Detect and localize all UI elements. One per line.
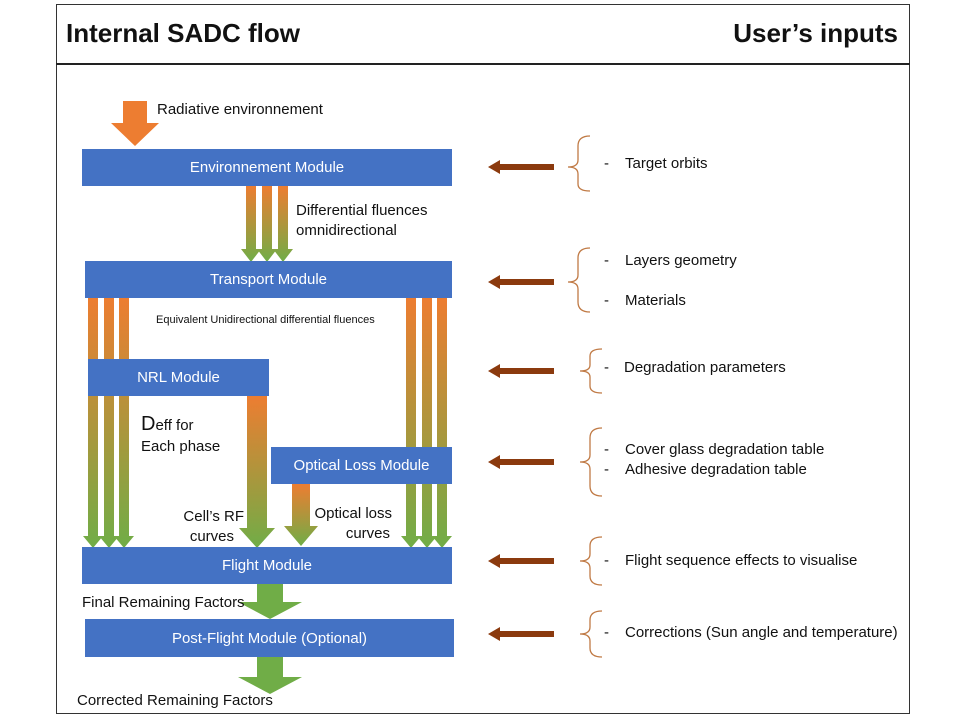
- dash: -: [604, 441, 609, 458]
- omnidirectional-label: omnidirectional: [296, 222, 397, 239]
- degradation-parameters-input: Degradation parameters: [624, 359, 786, 376]
- flight-to-postflight-arrow: [238, 584, 302, 619]
- cells-rf-label: Cell’s RF: [183, 508, 244, 525]
- diagram-frame: [56, 4, 910, 714]
- flight-module: Flight Module: [82, 547, 452, 584]
- optical-loss-module: Optical Loss Module: [271, 447, 452, 484]
- postflight-output-arrow: [238, 657, 302, 694]
- nrl-to-flight-arrow: [239, 396, 275, 548]
- layers-geometry-input: Layers geometry: [625, 252, 737, 269]
- post-flight-module: Post-Flight Module (Optional): [85, 619, 454, 657]
- input-brackets: [567, 135, 603, 658]
- transport-module: Transport Module: [85, 261, 452, 298]
- cover-glass-input: Cover glass degradation table: [625, 441, 825, 458]
- flight-sequence-input: Flight sequence effects to visualise: [625, 552, 858, 569]
- header-divider: [56, 63, 910, 65]
- deff-suffix: eff for: [155, 417, 194, 434]
- dash: -: [604, 552, 609, 569]
- optical-loss-curves-label-1: Optical loss: [314, 505, 392, 522]
- user-inputs-title: User’s inputs: [733, 18, 898, 48]
- internal-flow-title: Internal SADC flow: [66, 18, 301, 48]
- deff-label: Deff for: [141, 413, 194, 436]
- final-remaining-factors-label: Final Remaining Factors: [82, 594, 245, 611]
- dash: -: [604, 252, 609, 269]
- transport-to-flight-left-arrows: [83, 298, 134, 548]
- materials-input: Materials: [625, 292, 686, 309]
- optical-loss-curves-label-2: curves: [345, 525, 390, 542]
- env-to-transport-arrows: [241, 186, 293, 262]
- user-input-arrows: [488, 160, 554, 641]
- differential-fluences-label: Differential fluences: [296, 202, 428, 219]
- nrl-module: NRL Module: [88, 359, 269, 396]
- dash: -: [604, 624, 609, 641]
- corrections-input: Corrections (Sun angle and temperature): [625, 624, 898, 641]
- adhesive-input: Adhesive degradation table: [625, 461, 807, 478]
- radiative-environment-label: Radiative environnement: [157, 101, 323, 118]
- dash: -: [604, 359, 609, 376]
- optical-loss-to-flight-arrow: [284, 484, 318, 546]
- transport-to-flight-right-arrows: [401, 298, 452, 548]
- dash: -: [604, 155, 609, 172]
- cells-rf-curves-label: curves: [189, 528, 234, 545]
- environment-module: Environnement Module: [82, 149, 452, 186]
- target-orbits-input: Target orbits: [625, 155, 708, 172]
- each-phase-label: Each phase: [141, 438, 221, 455]
- radiative-input-arrow: [111, 101, 159, 146]
- dash: -: [604, 461, 609, 478]
- deff-d-letter: D: [141, 413, 156, 435]
- dash: -: [604, 292, 609, 309]
- equivalent-fluences-label: Equivalent Unidirectional differential f…: [156, 314, 375, 326]
- corrected-remaining-factors-label: Corrected Remaining Factors: [77, 692, 273, 709]
